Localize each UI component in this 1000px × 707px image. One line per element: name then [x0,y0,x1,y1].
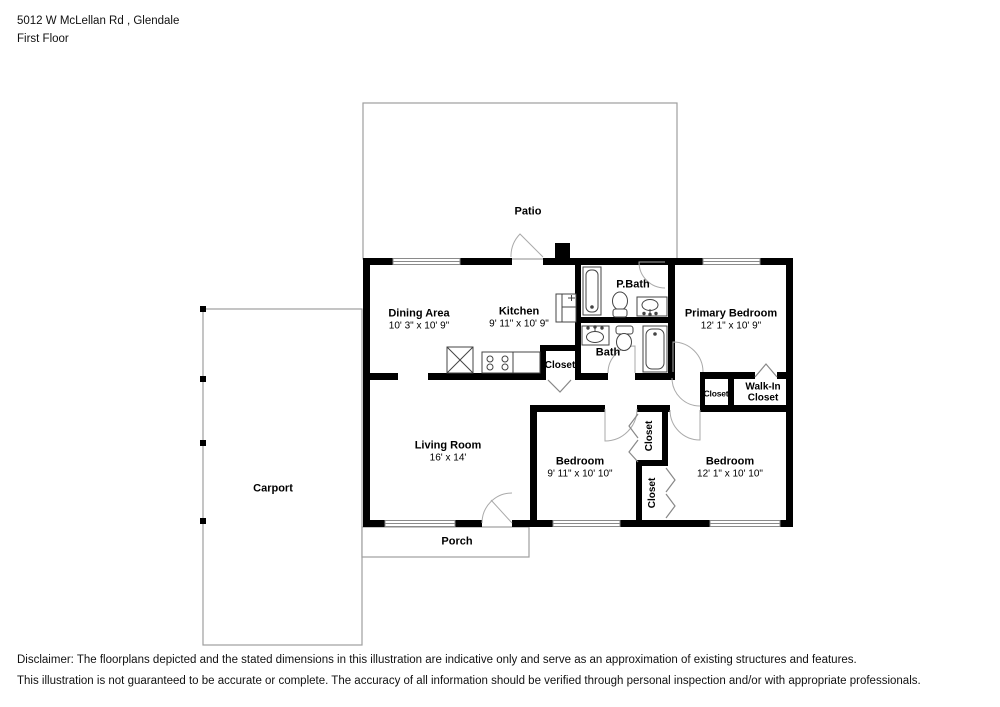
walls [363,243,793,527]
door-arc-icons [481,233,704,524]
disclaimer-line-1: Disclaimer: The floorplans depicted and … [17,654,857,666]
room-label-closet-top: Closet [643,420,655,452]
room-label-kitchen-closet: Closet [544,359,576,371]
room-label-primary-bedroom: Primary Bedroom 12' 1" x 10' 9" [684,307,778,331]
room-label-bedroom-left: Bedroom 9' 11" x 10' 10" [547,455,613,479]
room-label-kitchen: Kitchen 9' 11" x 10' 9" [489,305,549,329]
address-title: 5012 W McLellan Rd , Glendale [17,15,180,27]
room-label-porch: Porch [441,535,473,548]
carport-outline [202,308,363,646]
carport-post-icons [200,306,206,524]
counter-icon [512,351,541,374]
floor-title: First Floor [17,33,69,45]
chimney-block [555,243,570,259]
bifold-door-icons [628,413,676,519]
porch-outline [361,526,530,558]
kitchen-sink-icon [446,346,474,374]
room-label-pbath: P.Bath [616,278,650,291]
room-label-bath: Bath [595,346,621,359]
patio-outline [362,102,678,260]
room-label-walkin-closet: Walk-In Closet [745,381,781,403]
room-label-dining: Dining Area 10' 3" x 10' 9" [388,307,450,331]
fixtures [446,266,668,374]
bathtub-icon [582,266,602,316]
room-label-closet-bottom: Closet [646,477,658,509]
opening-caret-icons [547,363,778,393]
bathtub-icon [642,325,668,373]
room-label-bedroom-right: Bedroom 12' 1" x 10' 10" [697,455,763,479]
cabinet-icon [555,293,577,323]
room-label-carport: Carport [253,482,293,495]
disclaimer-line-2: This illustration is not guaranteed to b… [17,675,921,687]
room-label-patio: Patio [514,205,542,218]
sink-icon [581,325,610,346]
room-label-hall-closet: Closet [703,388,729,399]
sink-icon [636,296,668,317]
window-icons [384,258,781,527]
toilet-icon [615,325,634,351]
toilet-icon [612,291,628,318]
stove-icon [481,351,514,374]
room-label-living: Living Room 16' x 14' [414,439,482,463]
